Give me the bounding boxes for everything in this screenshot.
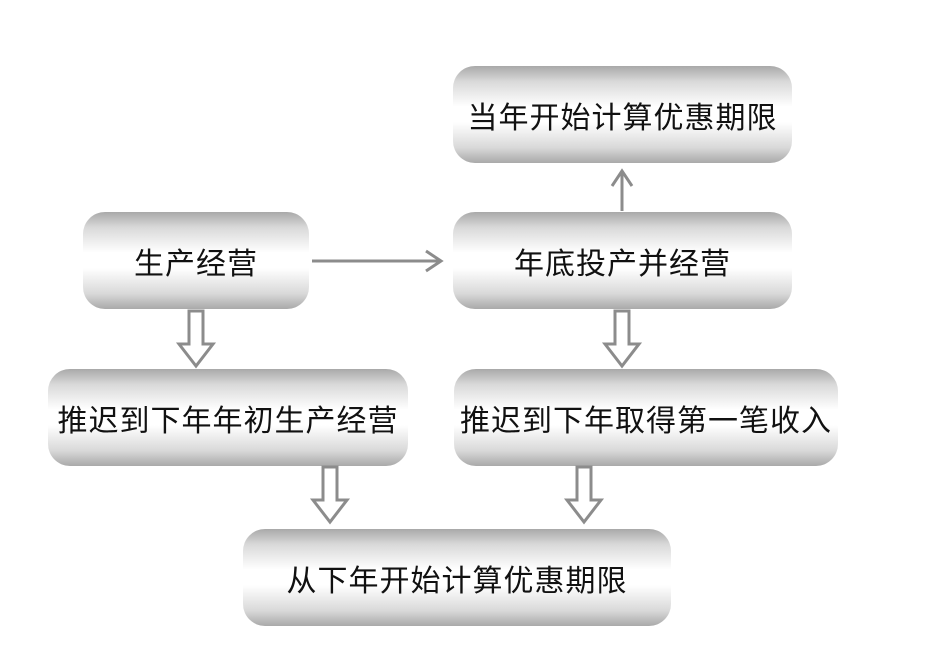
node-label: 当年开始计算优惠期限 — [467, 100, 778, 136]
node-label: 年底投产并经营 — [514, 246, 731, 282]
node-label: 从下年开始计算优惠期限 — [286, 563, 628, 599]
node-label: 推迟到下年取得第一笔收入 — [460, 403, 832, 439]
arrow-production-to-year-end — [312, 249, 444, 273]
node-delay-production: 推迟到下年年初生产经营 — [48, 369, 408, 466]
node-production: 生产经营 — [83, 212, 309, 309]
node-year-end-production: 年底投产并经营 — [453, 212, 792, 309]
hollow-arrow-production-to-delay — [175, 309, 217, 369]
node-label: 推迟到下年年初生产经营 — [57, 403, 399, 439]
hollow-arrow-delay-to-next-year — [309, 465, 351, 525]
arrow-year-end-to-current-year — [610, 168, 634, 211]
node-delay-income: 推迟到下年取得第一笔收入 — [454, 369, 838, 466]
hollow-arrow-delay-income-to-next-year — [563, 465, 605, 525]
node-label: 生产经营 — [134, 246, 258, 282]
node-next-year-start: 从下年开始计算优惠期限 — [243, 529, 671, 626]
hollow-arrow-year-end-to-delay-income — [601, 309, 643, 369]
node-current-year-start: 当年开始计算优惠期限 — [453, 66, 792, 163]
